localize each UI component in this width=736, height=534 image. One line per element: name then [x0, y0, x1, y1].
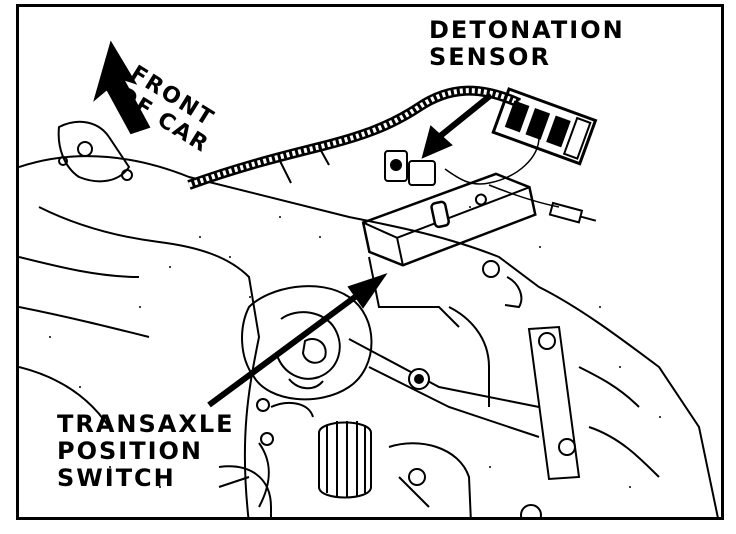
shift-linkage — [348, 338, 540, 438]
engine-side-lines — [19, 256, 150, 428]
transaxle-switch — [361, 172, 537, 267]
detonation-sensor-arrow — [437, 92, 493, 140]
stipple — [49, 206, 661, 488]
engine-block-outline — [19, 155, 719, 517]
engine-illustration — [19, 40, 719, 517]
pigtail-connector — [548, 201, 597, 224]
wiring-harness — [187, 85, 522, 190]
detonation-sensor-label: DETONATION SENSOR — [429, 16, 625, 71]
output-shaft — [318, 421, 372, 499]
transaxle-switch-label: TRANSAXLE POSITION SWITCH — [57, 410, 235, 492]
right-lever — [527, 325, 581, 481]
detonation-sensor — [384, 150, 436, 186]
diagram-frame: DETONATION SENSOR FRONT OF CAR TRANSAXLE… — [16, 4, 724, 520]
engine-left-body — [38, 206, 261, 517]
sensor-wire — [444, 136, 540, 185]
front-arrow — [93, 40, 151, 135]
pigtail-wire — [488, 184, 560, 208]
mount-bracket — [57, 120, 131, 183]
pulley-inner — [276, 311, 341, 380]
pulley-outline — [241, 285, 373, 401]
transaxle-switch-arrow — [207, 294, 357, 408]
